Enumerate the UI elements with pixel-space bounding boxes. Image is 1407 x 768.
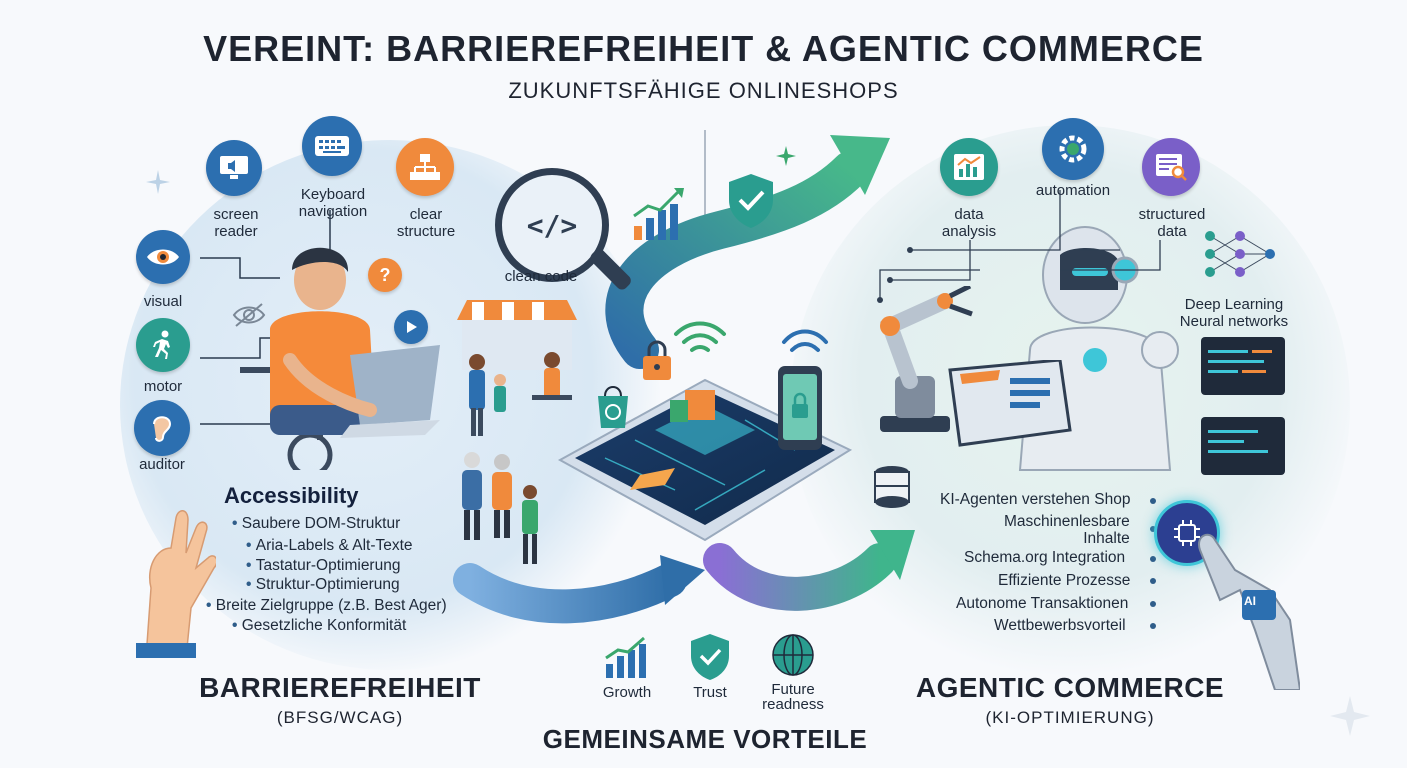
- deep-learning-label: Deep Learning Neural networks: [1179, 296, 1289, 330]
- ai-badge: AI: [1244, 594, 1256, 608]
- shopping-bag-icon: [598, 386, 628, 428]
- sparkle-icon: [776, 146, 796, 166]
- screen-reader-label: screen reader: [213, 206, 259, 240]
- bullet-dot: [1150, 623, 1156, 629]
- structure-icon: [396, 138, 454, 196]
- accessibility-item: • Gesetzliche Konformität: [232, 617, 407, 634]
- agentic-item: Effiziente Prozesse: [998, 572, 1131, 589]
- accessibility-item: • Saubere DOM-Struktur: [232, 515, 401, 532]
- barrierefreiheit-subtitle: (BFSG/WCAG): [276, 708, 404, 727]
- question-bubble-icon: ?: [368, 258, 402, 292]
- automation-label: automation: [1035, 182, 1111, 199]
- sparkle-icon: [1330, 696, 1370, 736]
- accessibility-item: • Breite Zielgruppe (z.B. Best Ager): [206, 597, 447, 614]
- motor-icon: [136, 318, 190, 372]
- eye-icon: [136, 230, 190, 284]
- motor-label: motor: [143, 378, 183, 395]
- eye-slash-icon: [232, 302, 266, 328]
- agentic-item: KI-Agenten verstehen Shop: [940, 491, 1131, 508]
- shield-check-icon-top: [729, 174, 773, 228]
- wifi-icon: [674, 321, 726, 352]
- screen-reader-icon: [206, 140, 262, 196]
- agentic-item: Schema.org Integration: [964, 549, 1126, 566]
- growth-label: Growth: [602, 684, 652, 701]
- play-icon: [394, 310, 428, 344]
- code-magnifier-icon: </>: [495, 168, 609, 282]
- automation-gear-icon: [1042, 118, 1104, 180]
- bullet-dot: [1150, 498, 1156, 504]
- future-readness-label: Future readness: [762, 681, 824, 713]
- database-icon: [874, 466, 910, 508]
- barrierefreiheit-title: BARRIEREFREIHEIT: [199, 672, 481, 703]
- agentic-item: Autonome Transaktionen: [956, 595, 1129, 612]
- keyboard-icon: [302, 116, 362, 176]
- accessibility-item: • Tastatur-Optimierung: [246, 557, 401, 574]
- bottom-right-arrow-head: [870, 530, 915, 580]
- upward-arrow: [605, 151, 869, 369]
- bullet-dot: [1150, 578, 1156, 584]
- trust-label: Trust: [693, 684, 727, 701]
- globe-icon: [772, 634, 814, 676]
- structured-data-label: structured data: [1138, 206, 1206, 240]
- robot-arm-illustration: [879, 286, 973, 432]
- clean-code-label: clean code: [504, 268, 578, 285]
- sparkle-icon: [146, 170, 170, 194]
- padlock-icon: [643, 340, 671, 380]
- accessibility-item: • Struktur-Optimierung: [246, 576, 400, 593]
- bottom-left-arrow: [453, 563, 687, 624]
- robot-laptop-illustration: [948, 360, 1072, 447]
- ear-icon: [134, 400, 190, 456]
- bottom-left-arrow-head: [660, 555, 705, 605]
- bullet-dot: [1150, 556, 1156, 562]
- upward-arrow-head: [830, 135, 890, 195]
- accessibility-item: • Aria-Labels & Alt-Texte: [246, 537, 413, 554]
- neural-network-icon: [1205, 231, 1275, 277]
- gemeinsame-vorteile-title: GEMEINSAME VORTEILE: [542, 724, 868, 754]
- growth-chart-icon-top: [633, 188, 684, 240]
- clear-structure-label: clear structure: [396, 206, 456, 240]
- bottom-right-arrow: [703, 543, 897, 611]
- agentic-item: Wettbewerbsvorteil: [994, 617, 1126, 634]
- ai-robot-illustration: [1018, 226, 1179, 471]
- structured-data-icon: [1142, 138, 1200, 196]
- code-window-icon: [1201, 337, 1285, 395]
- data-analysis-icon: [940, 138, 998, 196]
- auditor-label: auditor: [139, 456, 185, 473]
- main-subtitle: ZUKUNFTSFÄHIGE ONLINESHOPS: [508, 78, 899, 103]
- accessibility-title: Accessibility: [224, 483, 359, 508]
- agentic-item: Maschinenlesbare Inhalte: [1004, 513, 1130, 547]
- trust-shield-icon: [691, 634, 729, 680]
- bullet-dot: [1150, 526, 1156, 532]
- wheelchair-user-illustration: [240, 247, 440, 470]
- agentic-commerce-title: AGENTIC COMMERCE: [915, 672, 1225, 703]
- shop-people-illustration: [457, 300, 577, 436]
- right-connector-lines: [877, 190, 1161, 303]
- growth-icon: [605, 636, 646, 678]
- main-title: VEREINT: BARRIEREFREIHEIT & AGENTIC COMM…: [203, 28, 1204, 69]
- robotic-hand-illustration: [1198, 533, 1300, 690]
- code-window-icon-2: [1201, 417, 1285, 475]
- data-analysis-label: data analysis: [941, 206, 997, 240]
- visual-label: visual: [143, 293, 183, 310]
- phone-lock-icon: [778, 366, 822, 450]
- wifi-icon-right: [782, 329, 828, 352]
- left-hand-illustration: [136, 510, 216, 658]
- central-tablet-illustration: [557, 378, 853, 542]
- best-ager-group-illustration: [462, 452, 538, 564]
- keyboard-navigation-label: Keyboard navigation: [298, 186, 368, 220]
- agentic-commerce-subtitle: (KI-OPTIMIERUNG): [985, 708, 1155, 727]
- bullet-dot: [1150, 601, 1156, 607]
